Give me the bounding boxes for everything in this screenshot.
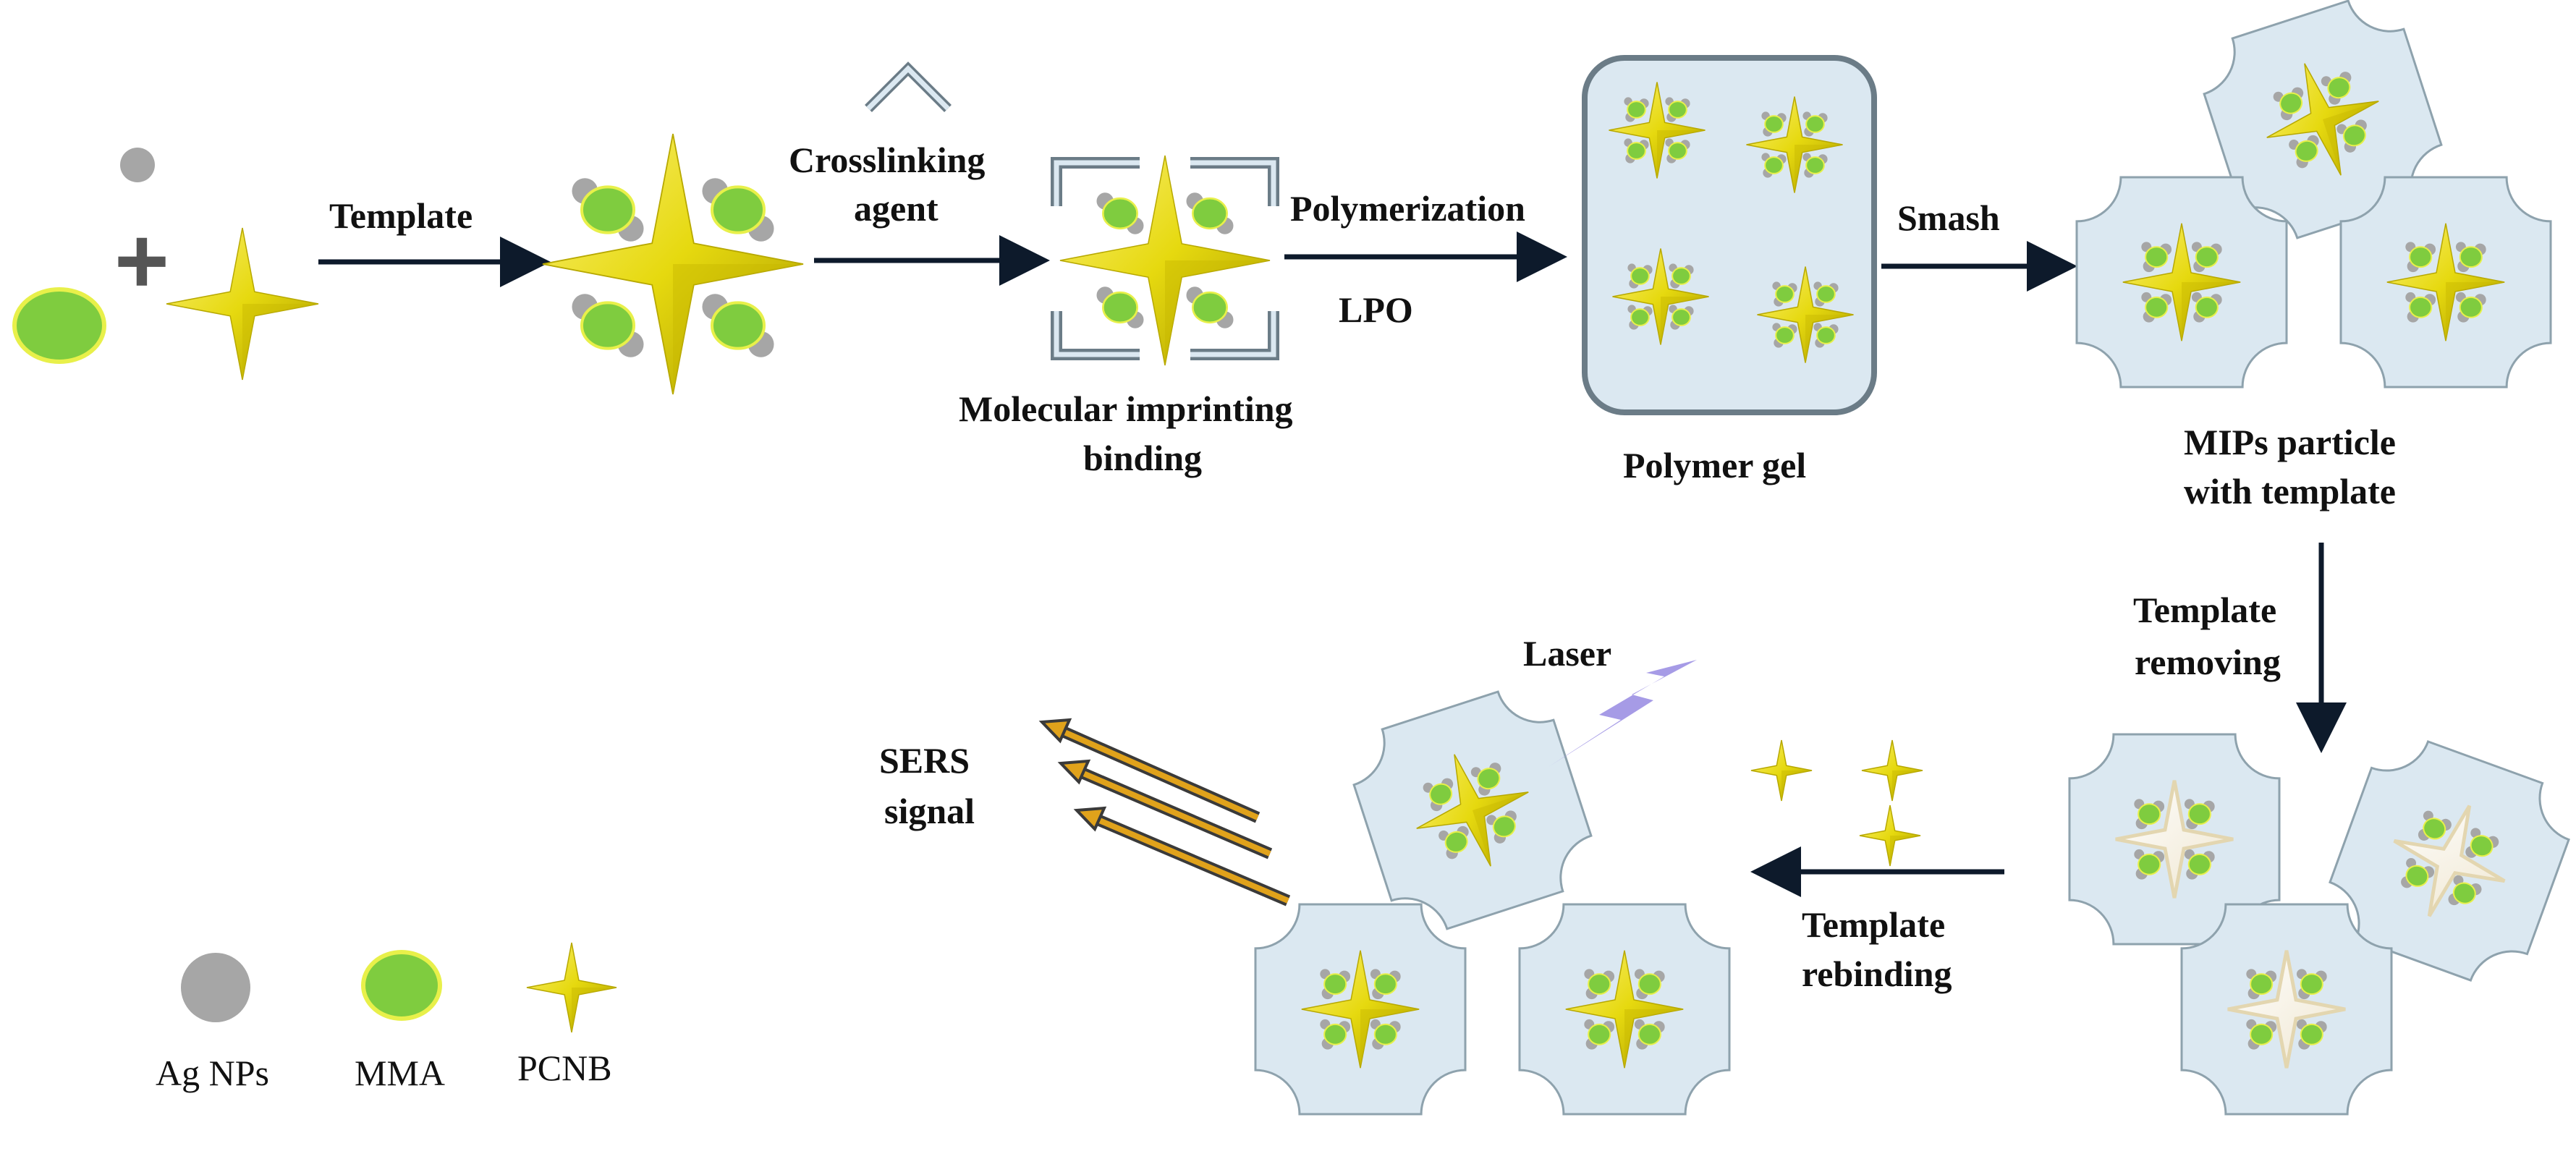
pcnb-star xyxy=(2122,223,2241,341)
gel-imprint-unit xyxy=(1746,96,1843,193)
label-laser: Laser xyxy=(1523,633,1611,674)
mma-ag-cluster xyxy=(572,178,644,242)
gel-imprint-unit xyxy=(1609,82,1706,179)
label-template-removing-2: removing xyxy=(2135,642,2281,682)
pcnb-star xyxy=(1746,96,1843,193)
label-polymer-gel: Polymer gel xyxy=(1623,445,1806,485)
mma-ag-cluster xyxy=(1096,192,1144,234)
pcnb-star xyxy=(1059,155,1271,366)
imprint-cavity xyxy=(2393,804,2506,917)
pcnb-star xyxy=(1609,82,1706,179)
ag-nanoparticle xyxy=(120,148,155,182)
gel-imprint-unit xyxy=(1612,248,1709,345)
label-molecular-imprinting-1: Molecular imprinting xyxy=(959,389,1293,429)
pcnb-star xyxy=(1757,266,1854,363)
mma-ag-cluster xyxy=(1186,192,1234,234)
legend-pcnb-swatch xyxy=(526,942,617,1033)
label-mips-1: MIPs particle xyxy=(2184,422,2396,462)
mma-ag-cluster xyxy=(1186,286,1234,328)
label-crosslinking-1: Crosslinking xyxy=(789,140,985,180)
mip-particle-empty xyxy=(2068,733,2281,946)
pcnb-star xyxy=(1301,950,1420,1069)
mip-particle-filled xyxy=(1254,903,1467,1116)
laser-bolt-icon xyxy=(1548,660,1697,767)
mip-particle-filled xyxy=(2075,176,2288,389)
mips-particles-template-removed xyxy=(2068,733,2570,1116)
crosslinker-chevron-icon xyxy=(865,61,952,112)
label-lpo: LPO xyxy=(1339,289,1413,330)
legend-mma-label: MMA xyxy=(355,1053,445,1093)
label-sers-2: signal xyxy=(884,791,975,831)
pcnb-star xyxy=(1750,739,1813,802)
legend-pcnb-label: PCNB xyxy=(517,1048,612,1088)
mma-ag-cluster xyxy=(1096,286,1144,328)
mma-monomer xyxy=(12,287,106,364)
legend-ag-nps-label: Ag NPs xyxy=(156,1053,269,1093)
pcnb-star xyxy=(1612,248,1709,345)
mip-particle-filled xyxy=(1518,903,1731,1116)
pcnb-star xyxy=(1416,754,1529,867)
pcnb-star xyxy=(1861,739,1923,802)
label-template-rebinding-2: rebinding xyxy=(1802,954,1952,994)
gel-imprint-unit xyxy=(1757,266,1854,363)
reagents-group: + xyxy=(12,148,319,381)
imprinted-complex xyxy=(1051,155,1279,366)
mma-ag-cluster xyxy=(572,294,644,357)
legend-mma-swatch xyxy=(361,950,442,1021)
free-template-molecules xyxy=(1750,739,1923,867)
mips-particles-with-template xyxy=(2075,0,2552,389)
label-sers-1: SERS xyxy=(879,740,970,781)
mip-particle-filled xyxy=(2203,0,2443,239)
mip-particle-empty xyxy=(2329,740,2570,982)
label-template-removing-1: Template xyxy=(2133,590,2276,630)
label-molecular-imprinting-2: binding xyxy=(1083,438,1202,478)
label-smash: Smash xyxy=(1897,198,2000,238)
legend: Ag NPs MMA PCNB xyxy=(156,942,617,1093)
mma-ag-cluster xyxy=(702,178,774,242)
sers-signal-arrows xyxy=(1038,718,1291,907)
polymer-gel xyxy=(1582,55,1877,415)
label-template: Template xyxy=(329,195,473,236)
template-monomer-complex xyxy=(542,133,804,395)
pcnb-star xyxy=(1859,804,1921,867)
mips-particles-rebound xyxy=(1254,690,1731,1116)
plus-sign: + xyxy=(114,208,169,313)
label-mips-2: with template xyxy=(2184,471,2396,511)
label-template-rebinding-1: Template xyxy=(1802,904,1945,945)
mip-particle-empty xyxy=(2180,903,2393,1116)
pcnb-star xyxy=(1565,950,1684,1069)
pcnb-star xyxy=(2266,63,2379,176)
pcnb-star xyxy=(2386,223,2505,341)
legend-ag-nps-swatch xyxy=(181,953,250,1022)
imprint-cavity xyxy=(2227,950,2346,1069)
pcnb-template-star xyxy=(166,227,319,381)
mip-particle-filled xyxy=(2339,176,2552,389)
pcnb-star xyxy=(542,133,804,395)
imprint-cavity xyxy=(2115,780,2234,899)
mip-particle-filled xyxy=(1352,690,1593,930)
label-crosslinking-2: agent xyxy=(854,188,939,229)
mma-ag-cluster xyxy=(702,294,774,357)
label-polymerization: Polymerization xyxy=(1290,188,1525,229)
